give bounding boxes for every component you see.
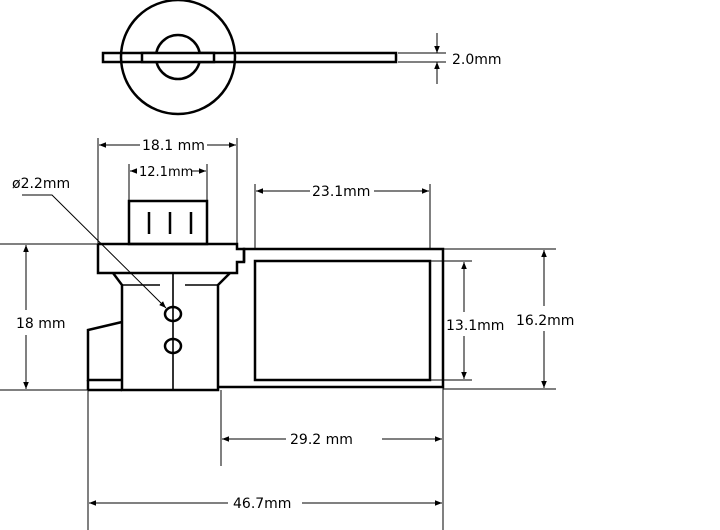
dim-18-1-label: 18.1 mm bbox=[142, 138, 205, 154]
dimensions: 18.1 mm 12.1mm ø2.2mm 23.1mm 18 mm 13.1m… bbox=[0, 138, 574, 530]
top-view-disc bbox=[119, 0, 237, 116]
dim-12-1-label: 12.1mm bbox=[139, 165, 193, 180]
dim-29-2-label: 29.2 mm bbox=[290, 432, 353, 448]
top-view: 2.0mm bbox=[101, 0, 502, 116]
dim-16-2-label: 16.2mm bbox=[516, 313, 574, 329]
hole-top bbox=[163, 305, 183, 323]
neck-block bbox=[127, 199, 209, 246]
dim-18-label: 18 mm bbox=[16, 316, 66, 332]
cap-plate bbox=[96, 242, 246, 275]
dim-23-1-label: 23.1mm bbox=[312, 184, 370, 200]
side-view bbox=[86, 199, 445, 392]
hole-bottom bbox=[163, 337, 183, 355]
hole-leader bbox=[22, 194, 167, 309]
dim-hole-label: ø2.2mm bbox=[12, 176, 70, 192]
top-view-slot bbox=[140, 51, 216, 64]
dim-13-1-label: 13.1mm bbox=[446, 318, 504, 334]
left-foot bbox=[86, 320, 123, 382]
label-window bbox=[253, 259, 432, 382]
lower-body bbox=[112, 272, 231, 392]
pin-thickness-label: 2.0mm bbox=[452, 52, 502, 68]
dim-46-7-label: 46.7mm bbox=[233, 496, 291, 512]
tail-plate bbox=[218, 247, 445, 389]
top-view-pin bbox=[101, 51, 398, 64]
